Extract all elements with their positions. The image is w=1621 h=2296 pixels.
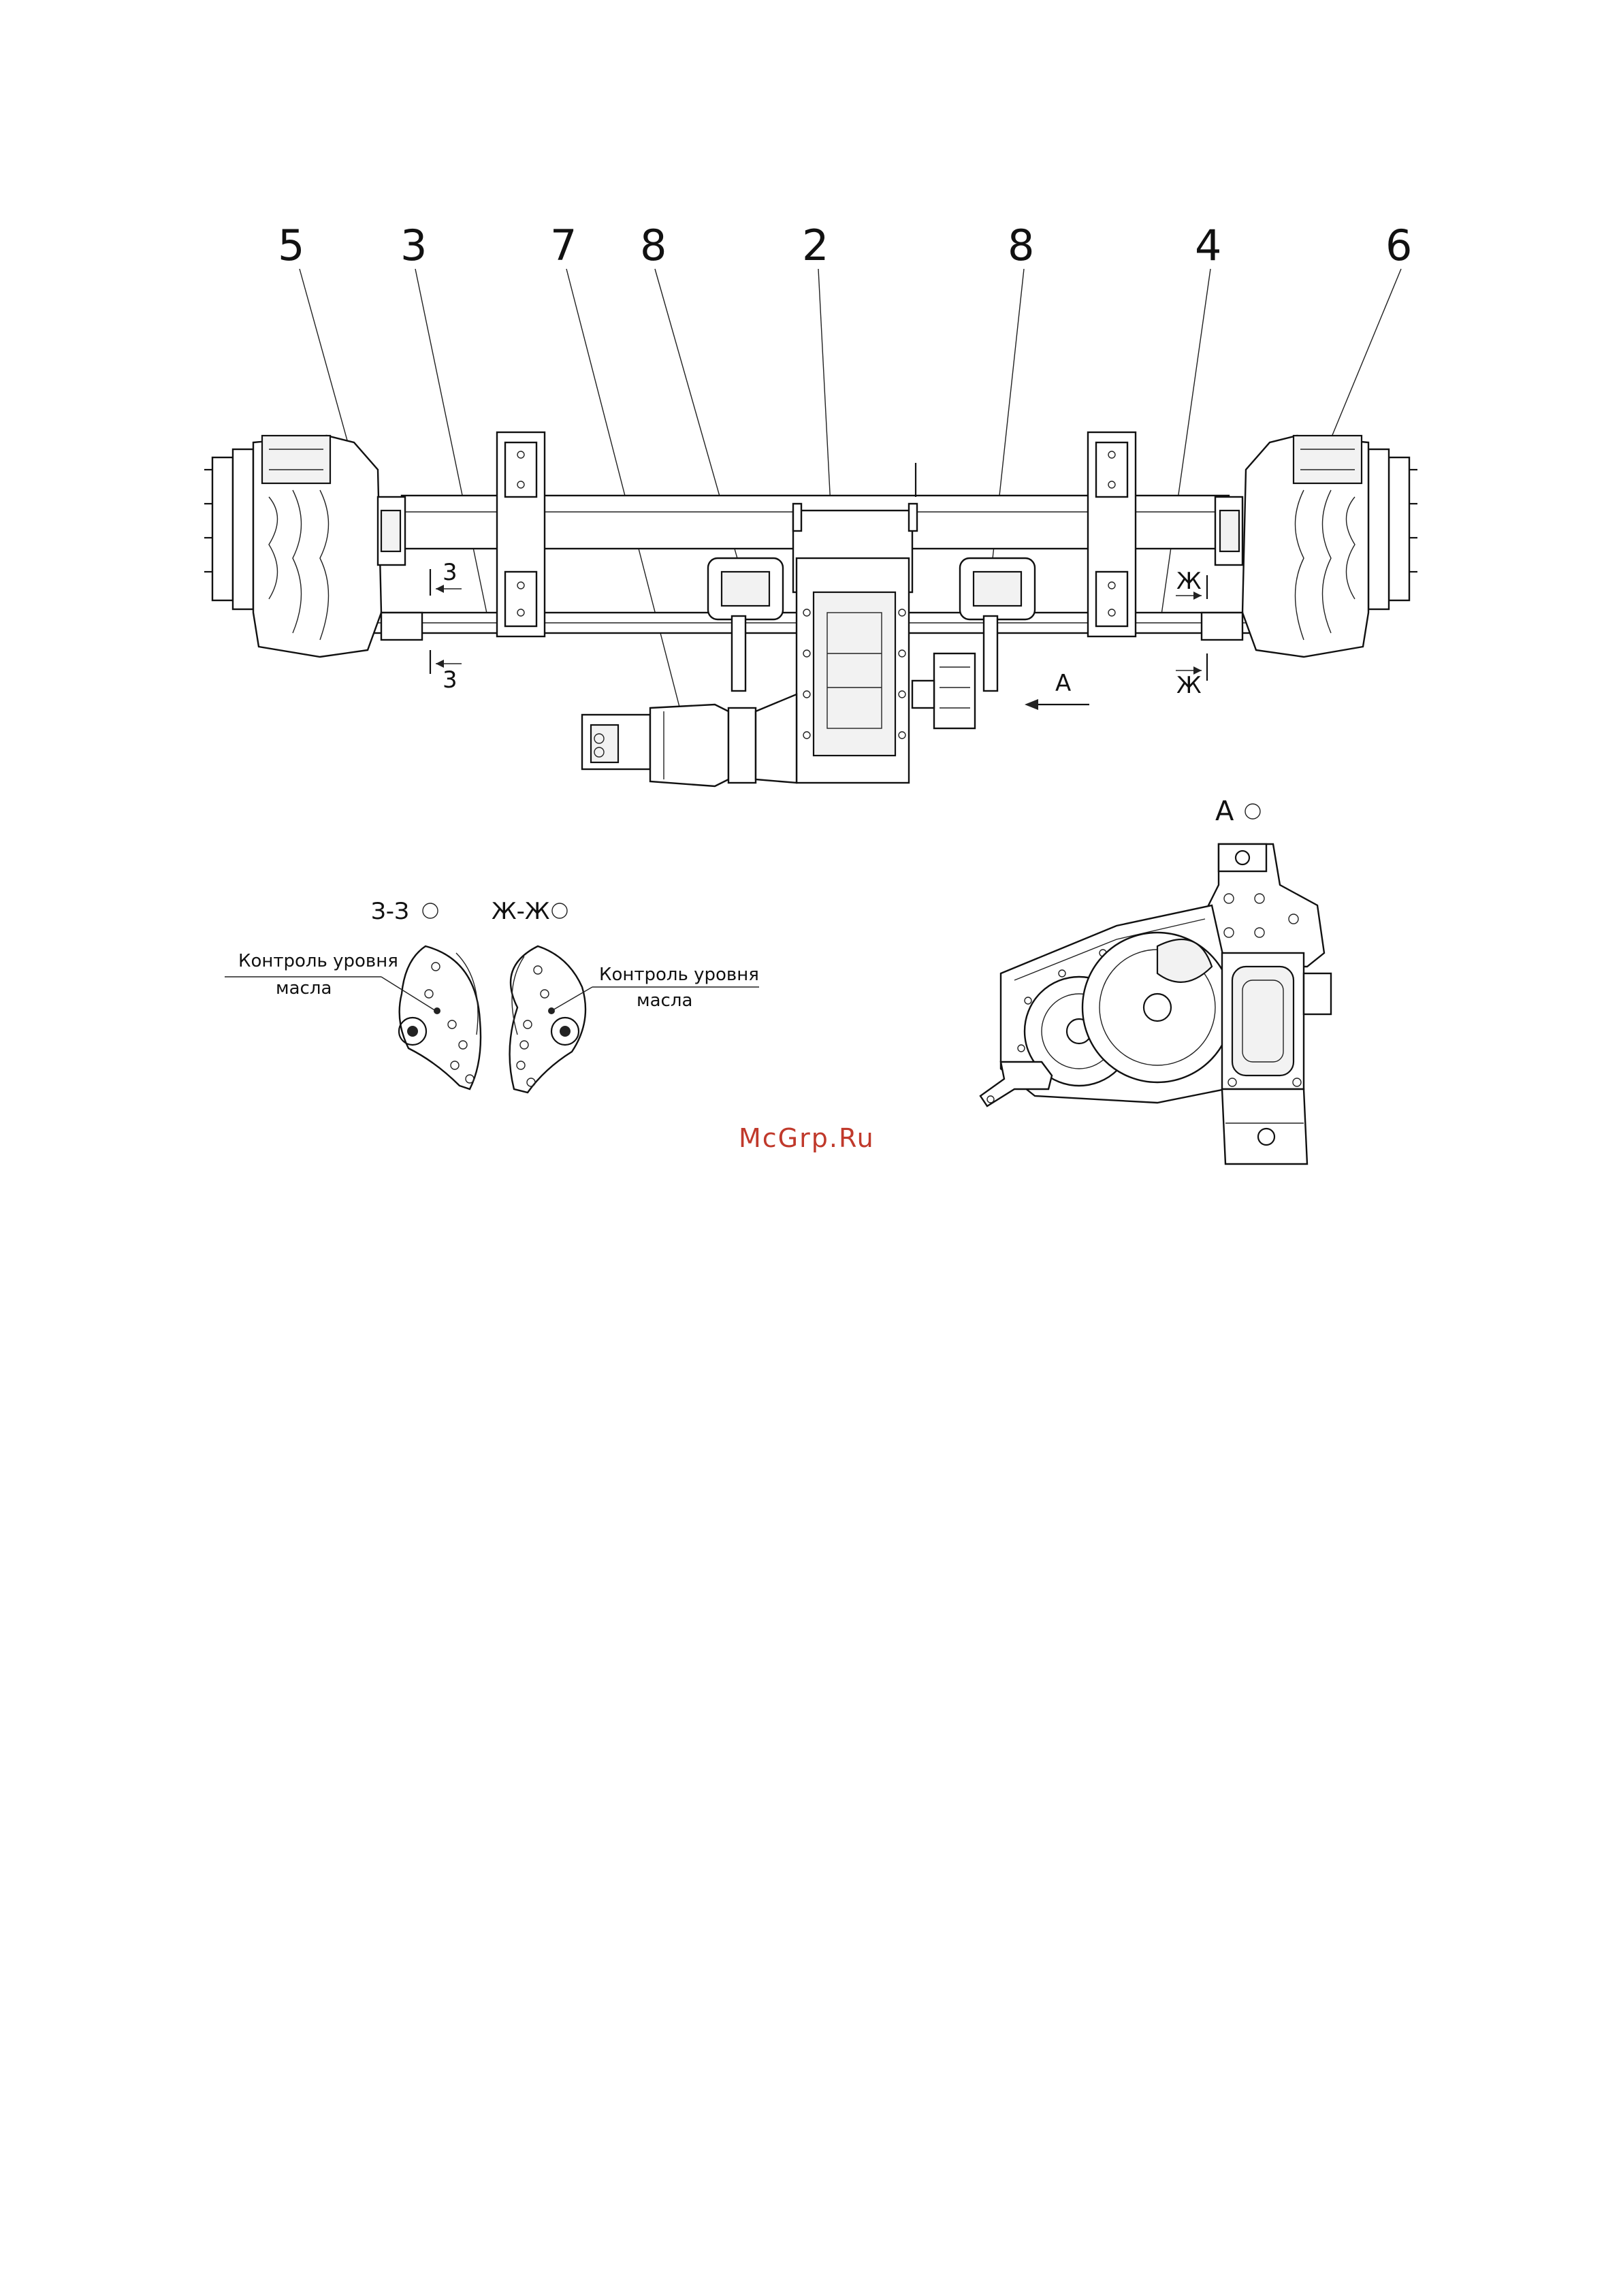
view-scale-circle-z — [423, 903, 438, 918]
section-view-zh: Ж-Ж Контроль уровня масла — [492, 898, 759, 1093]
hydraulic-motor — [582, 694, 797, 786]
main-axle-view: 3 3 Ж Ж А — [204, 432, 1417, 786]
section-view-z: З-З Контроль уровня масла — [225, 898, 481, 1089]
oil-level-label-z-line1: Контроль уровня — [238, 951, 398, 971]
view-a-title: А — [1215, 796, 1234, 827]
callout-labels: 5 3 7 8 2 8 4 6 — [278, 221, 1412, 270]
callout-4: 4 — [1195, 221, 1221, 270]
view-a-drawing: А — [980, 796, 1331, 1164]
section-label-zh-bottom: Ж — [1176, 672, 1202, 699]
section-label-zh-top: Ж — [1176, 568, 1202, 595]
callout-6: 6 — [1385, 221, 1412, 270]
section-label-z-top: 3 — [443, 559, 458, 586]
view-arrow-a-label: А — [1055, 670, 1071, 697]
view-scale-circle-a — [1245, 804, 1260, 819]
section-label-z-bottom: 3 — [443, 666, 458, 694]
view-scale-circle-zh — [552, 903, 567, 918]
final-drive-right — [1202, 436, 1417, 657]
oil-level-label-zh-line1: Контроль уровня — [599, 965, 759, 985]
section-view-zh-title: Ж-Ж — [492, 898, 550, 925]
callout-7: 7 — [550, 221, 577, 270]
oil-level-label-zh-line2: масла — [637, 990, 692, 1011]
final-drive-left — [204, 436, 422, 657]
callout-3: 3 — [400, 221, 427, 270]
callout-5: 5 — [278, 221, 304, 270]
callout-8-left: 8 — [640, 221, 667, 270]
callout-8-right: 8 — [1008, 221, 1034, 270]
mounting-bracket-left — [497, 432, 545, 636]
callout-2: 2 — [802, 221, 829, 270]
section-view-z-title: З-З — [371, 898, 409, 925]
oil-level-label-z-line2: масла — [276, 978, 332, 999]
mounting-bracket-right — [1088, 432, 1136, 636]
view-arrow-a: А — [1025, 670, 1089, 710]
watermark: McGrp.Ru — [739, 1123, 875, 1153]
